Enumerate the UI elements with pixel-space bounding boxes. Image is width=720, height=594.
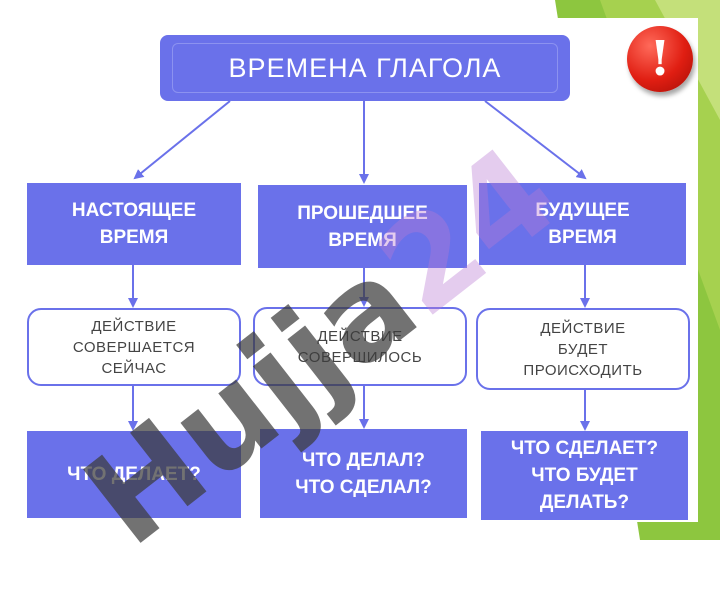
exclamation-glyph: ! <box>649 31 671 87</box>
description-box-present: ДЕЙСТВИЕ СОВЕРШАЕТСЯ СЕЙЧАС <box>27 308 241 386</box>
question-box-present: ЧТО ДЕЛАЕТ? <box>27 431 241 518</box>
connector-title-to-future <box>484 100 587 180</box>
tense-box-present: НАСТОЯЩЕЕ ВРЕМЯ <box>27 183 241 265</box>
diagram-title: ВРЕМЕНА ГЛАГОЛА <box>160 35 570 101</box>
description-box-future: ДЕЙСТВИЕ БУДЕТ ПРОИСХОДИТЬ <box>476 308 690 390</box>
exclamation-icon: ! <box>627 26 693 92</box>
description-box-past: ДЕЙСТВИЕ СОВЕРШИЛОСЬ <box>253 307 467 386</box>
question-box-future: ЧТО СДЕЛАЕТ? ЧТО БУДЕТ ДЕЛАТЬ? <box>481 431 688 520</box>
tense-box-past: ПРОШЕДШЕЕ ВРЕМЯ <box>258 185 467 268</box>
connector-title-to-present <box>133 100 231 180</box>
question-box-past: ЧТО ДЕЛАЛ? ЧТО СДЕЛАЛ? <box>260 429 467 518</box>
diagram-title-inner-border <box>172 43 558 93</box>
tense-box-future: БУДУЩЕЕ ВРЕМЯ <box>479 183 686 265</box>
connector-lines <box>128 100 590 431</box>
diagram-title-text: ВРЕМЕНА ГЛАГОЛА <box>228 52 502 83</box>
